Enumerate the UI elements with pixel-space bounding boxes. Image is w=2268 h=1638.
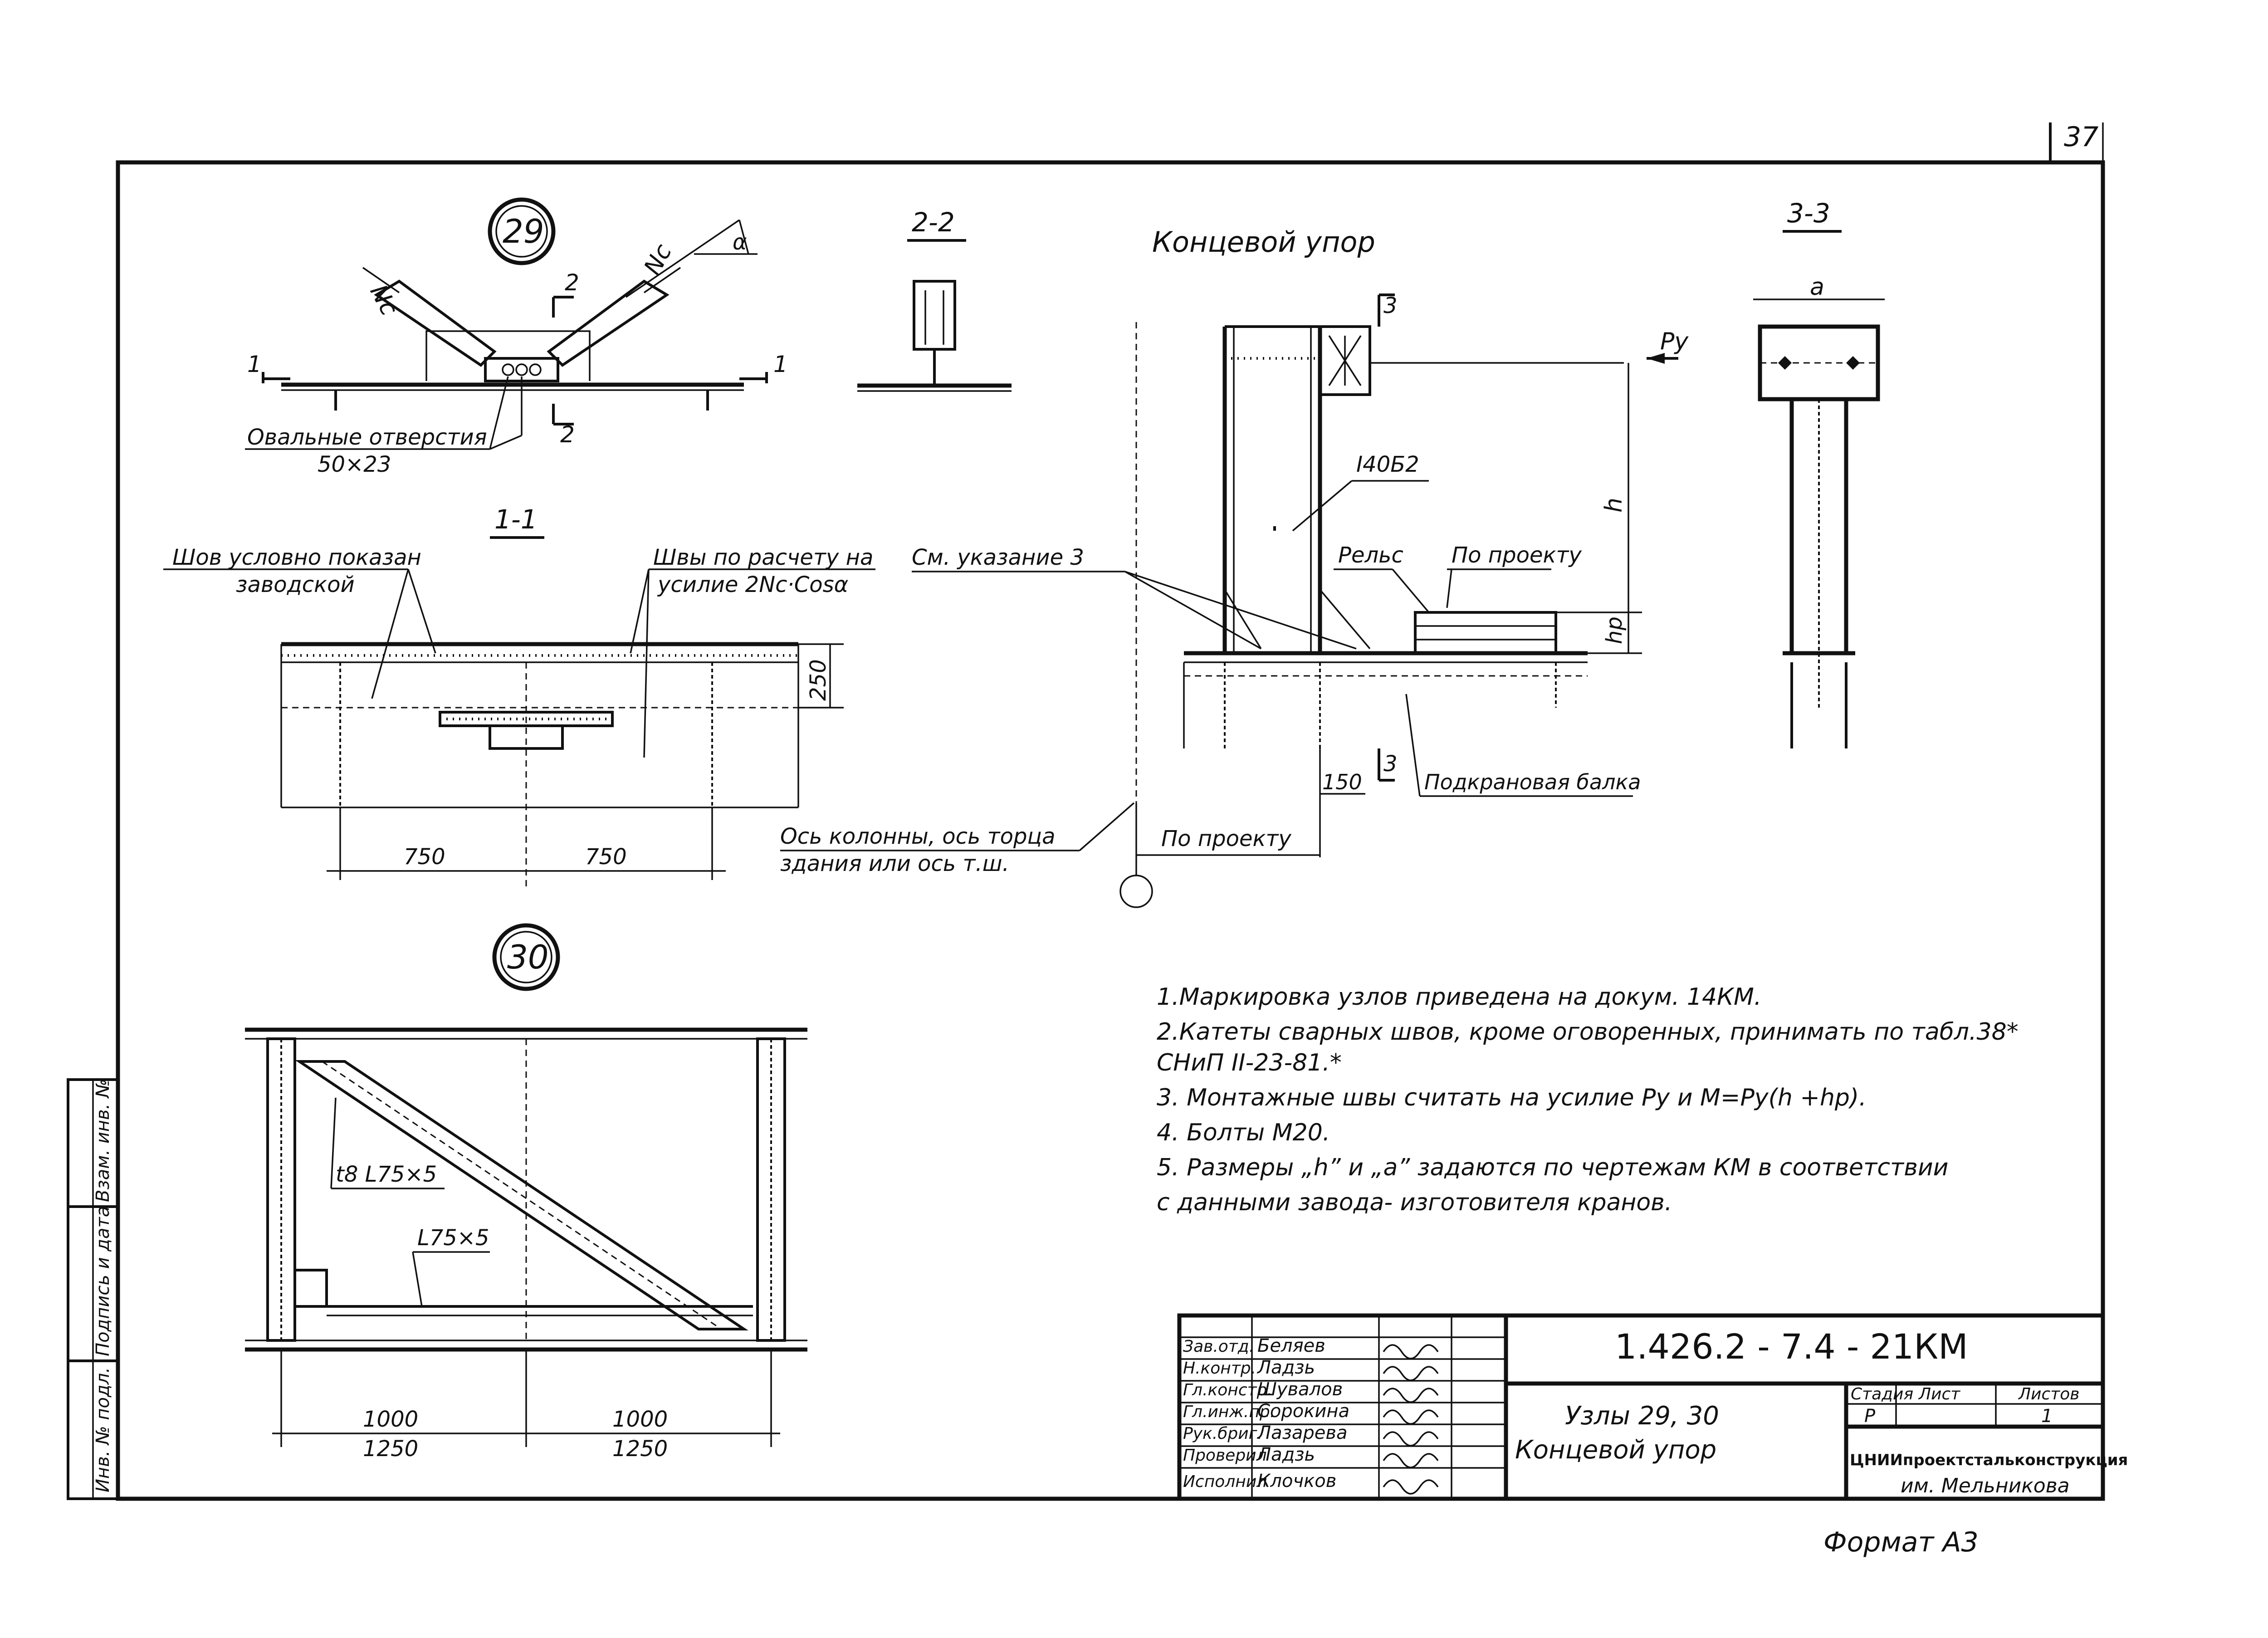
role-1: Зав.отд.	[1183, 1337, 1254, 1356]
role-3: Гл.констр.	[1183, 1381, 1272, 1399]
dim-150: 150	[1322, 770, 1362, 794]
note-3: 3. Монтажные швы считать на усилие Py и …	[1157, 1084, 1867, 1111]
stage-header: Стадия	[1851, 1385, 1913, 1403]
sheet-header: Лист	[1918, 1385, 1960, 1403]
general-notes: 1.Маркировка узлов приведена на докум. 1…	[1157, 983, 2019, 1216]
format-label: Формат А3	[1823, 1526, 1979, 1558]
dim-1250-left: 1250	[363, 1436, 418, 1462]
note-1: 1.Маркировка узлов приведена на докум. 1…	[1157, 983, 1761, 1011]
node-29-number: 29	[503, 212, 544, 250]
section-1-1: 1-1 Шов условно показан заводской Швы по…	[163, 504, 875, 889]
doc-code: 1.426.2 - 7.4 - 21КМ	[1615, 1326, 1968, 1367]
section-3-3-title: 3-3	[1787, 198, 1830, 229]
sheet-number: 37	[2064, 121, 2098, 153]
angle-label: L75×5	[417, 1225, 489, 1251]
role-6: Проверил	[1183, 1446, 1267, 1465]
per-project-top: По проекту	[1452, 543, 1582, 568]
plate-label: t8 L75×5	[336, 1162, 437, 1187]
force-nc-left: Nc	[365, 280, 403, 320]
dim-h: h	[1600, 498, 1628, 513]
section-1-left: 1	[247, 351, 262, 377]
dim-750-left: 750	[404, 844, 445, 870]
side-stamp: Инв. № подл. Подпись и дата Взам. инв. №	[67, 1078, 119, 1500]
role-2: Н.контр.	[1183, 1359, 1256, 1378]
sheet-frame: 37	[116, 121, 2105, 1501]
sheets-header: Листов	[2018, 1385, 2079, 1403]
weld-note-right-2: усилие 2Nc·Cosα	[657, 572, 848, 597]
crane-beam-label: Подкрановая балка	[1424, 770, 1641, 794]
note-2: 2.Катеты сварных швов, кроме оговоренных…	[1157, 1018, 2019, 1046]
dim-1000-left: 1000	[363, 1407, 418, 1432]
section-1-right: 1	[773, 351, 788, 377]
axis-note-2: здания или ось т.ш.	[780, 851, 1009, 876]
per-project-bottom: По проекту	[1161, 826, 1291, 851]
dim-a: a	[1810, 274, 1824, 301]
title-block: Зав.отд. Беляев Н.контр. Ладзь Гл.констр…	[1177, 1313, 2128, 1501]
role-5: Рук.бриг.	[1183, 1424, 1262, 1443]
section-1-1-title: 1-1	[494, 504, 538, 535]
rail-label: Рельс	[1338, 543, 1403, 568]
oval-holes-size: 50×23	[318, 452, 391, 477]
dim-1250-right: 1250	[612, 1436, 668, 1462]
node-30: 30 t8 L75×5 L75×5 1000 1250 1000 1250	[245, 923, 807, 1462]
dim-1000-right: 1000	[612, 1407, 668, 1432]
stamp-inv-no: Инв. № подл.	[93, 1367, 113, 1492]
section-2-2-title: 2-2	[912, 207, 955, 238]
name-1: Беляев	[1257, 1335, 1325, 1356]
name-5: Лазарева	[1256, 1423, 1347, 1443]
org-line-2: им. Мельникова	[1901, 1474, 2070, 1497]
name-6: Ладзь	[1256, 1444, 1315, 1465]
stamp-signature-date: Подпись и дата	[93, 1206, 113, 1356]
name-3: Шувалов	[1257, 1379, 1343, 1400]
title-line-2: Концевой упор	[1515, 1435, 1716, 1465]
dim-750-right: 750	[585, 844, 627, 870]
angle-alpha: α	[733, 230, 747, 255]
name-4: Сорокина	[1257, 1401, 1349, 1422]
weld-note-right-1: Швы по расчету на	[653, 545, 873, 570]
dim-hp: hр	[1602, 616, 1627, 644]
end-stop-title: Концевой упор	[1152, 225, 1375, 259]
section-2-2: 2-2	[857, 207, 1012, 392]
oval-holes-note: Овальные отверстия	[247, 425, 487, 450]
name-7: Клочков	[1257, 1471, 1336, 1491]
force-py: Py	[1660, 328, 1689, 355]
note-2b: СНиП II-23-81.*	[1157, 1049, 1342, 1076]
instruction-note: См. указание 3	[912, 545, 1084, 570]
title-line-1: Узлы 29, 30	[1565, 1401, 1719, 1431]
weld-note-left-1: Шов условно показан	[172, 545, 421, 570]
section-2-top: 2	[565, 269, 579, 296]
note-4: 4. Болты М20.	[1157, 1119, 1330, 1146]
stage-value: Р	[1864, 1406, 1876, 1427]
signatures	[1383, 1344, 1439, 1495]
role-7: Исполнил	[1183, 1472, 1267, 1491]
note-5b: с данными завода- изготовителя кранов.	[1157, 1189, 1672, 1216]
sheets-value: 1	[2041, 1406, 2053, 1427]
axis-note-1: Ось колонны, ось торца	[780, 824, 1056, 849]
note-5: 5. Размеры „h” и „a” задаются по чертежа…	[1157, 1154, 1948, 1181]
dim-250: 250	[806, 659, 831, 701]
org-line-1: ЦНИИпроектстальконструкция	[1850, 1451, 2128, 1469]
stamp-replace-inv: Взам. инв. №	[93, 1079, 113, 1202]
node-30-number: 30	[507, 938, 549, 976]
section-3-bottom: 3	[1383, 751, 1398, 777]
section-3-top: 3	[1383, 293, 1398, 318]
name-2: Ладзь	[1256, 1357, 1315, 1378]
end-stop: Концевой упор 3 3	[780, 225, 1689, 908]
node-29: 29 Nc Nc α 1 1 2 2	[245, 197, 788, 477]
role-4: Гл.инж.пр.	[1183, 1403, 1275, 1421]
section-2-bottom: 2	[560, 421, 575, 448]
beam-profile: I40Б2	[1356, 452, 1419, 477]
weld-note-left-2: заводской	[236, 572, 355, 597]
section-3-3: 3-3 a	[1753, 198, 1885, 748]
